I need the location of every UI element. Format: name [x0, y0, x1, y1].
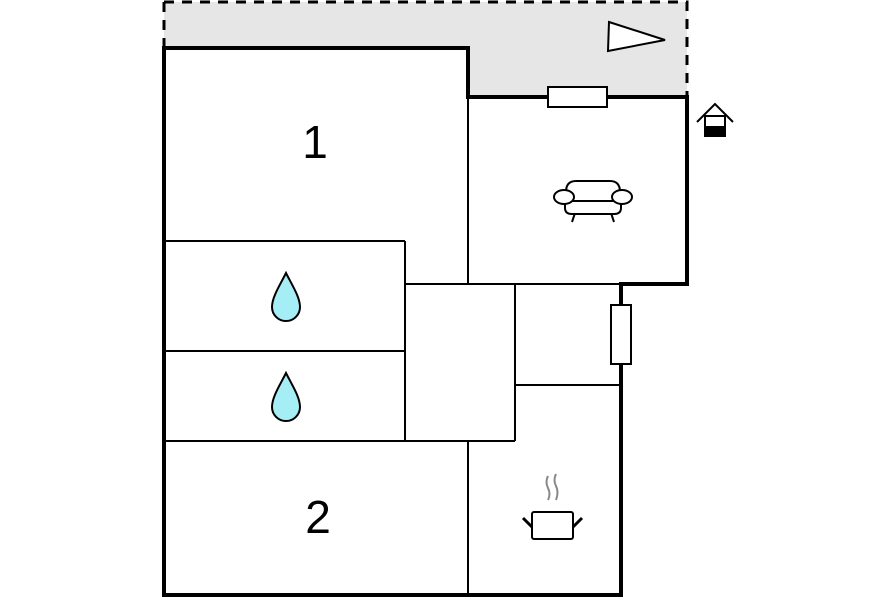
house-entrance-icon [696, 102, 734, 137]
water-drop-icon [270, 370, 302, 422]
window-icon [547, 86, 608, 108]
room-label: 1 [302, 116, 328, 168]
exterior-walls [162, 46, 689, 597]
water-drop-icon [270, 270, 302, 322]
room-label: 2 [305, 491, 331, 543]
sofa-icon [553, 180, 633, 223]
cooking-pot-icon [521, 473, 584, 540]
interior-walls [164, 97, 621, 595]
window-icon [610, 304, 632, 365]
north-arrow-icon [606, 20, 666, 53]
